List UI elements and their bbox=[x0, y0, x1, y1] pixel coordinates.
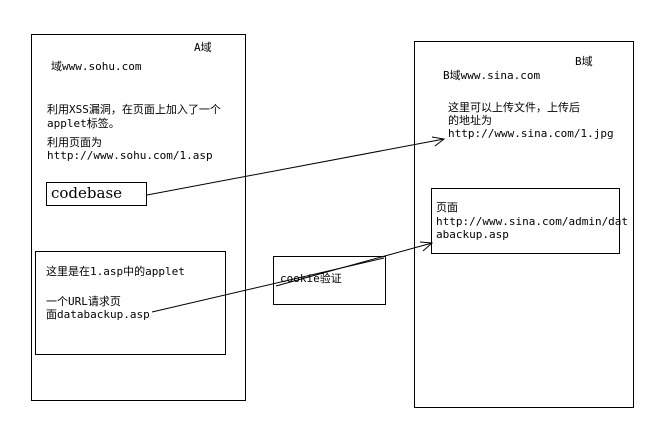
domain-a-site: 域www.sohu.com bbox=[51, 60, 142, 73]
domain-a-box bbox=[31, 34, 246, 401]
sina-page-line1: 页面 bbox=[436, 201, 458, 214]
cookie-label: cookie验证 bbox=[280, 272, 342, 285]
domain-a-desc-line2: applet标签。 bbox=[47, 117, 120, 130]
sina-page-line2: http://www.sina.com/admin/dat bbox=[436, 215, 629, 228]
domain-b-desc-line3: http://www.sina.com/1.jpg bbox=[448, 127, 614, 140]
codebase-box bbox=[46, 182, 147, 206]
codebase-label: codebase bbox=[51, 184, 123, 202]
applet-box-line3: 面databackup.asp bbox=[46, 308, 150, 321]
sina-page-line3: abackup.asp bbox=[436, 228, 509, 241]
domain-b-label: B域 bbox=[575, 55, 593, 68]
domain-a-desc-line1: 利用XSS漏洞，在页面上加入了一个 bbox=[47, 103, 221, 116]
applet-box-line1: 这里是在1.asp中的applet bbox=[46, 265, 185, 278]
domain-b-desc-line2: 的地址为 bbox=[448, 114, 492, 127]
domain-b-box bbox=[414, 41, 634, 408]
domain-b-desc-line1: 这里可以上传文件，上传后 bbox=[448, 101, 580, 114]
applet-box-line2: 一个URL请求页 bbox=[46, 295, 121, 308]
sina-page-box bbox=[431, 188, 620, 254]
domain-a-label: A域 bbox=[194, 41, 212, 54]
domain-a-use-line2: http://www.sohu.com/1.asp bbox=[47, 149, 213, 162]
domain-b-site: B域www.sina.com bbox=[443, 69, 541, 82]
domain-a-use-line1: 利用页面为 bbox=[47, 136, 102, 149]
